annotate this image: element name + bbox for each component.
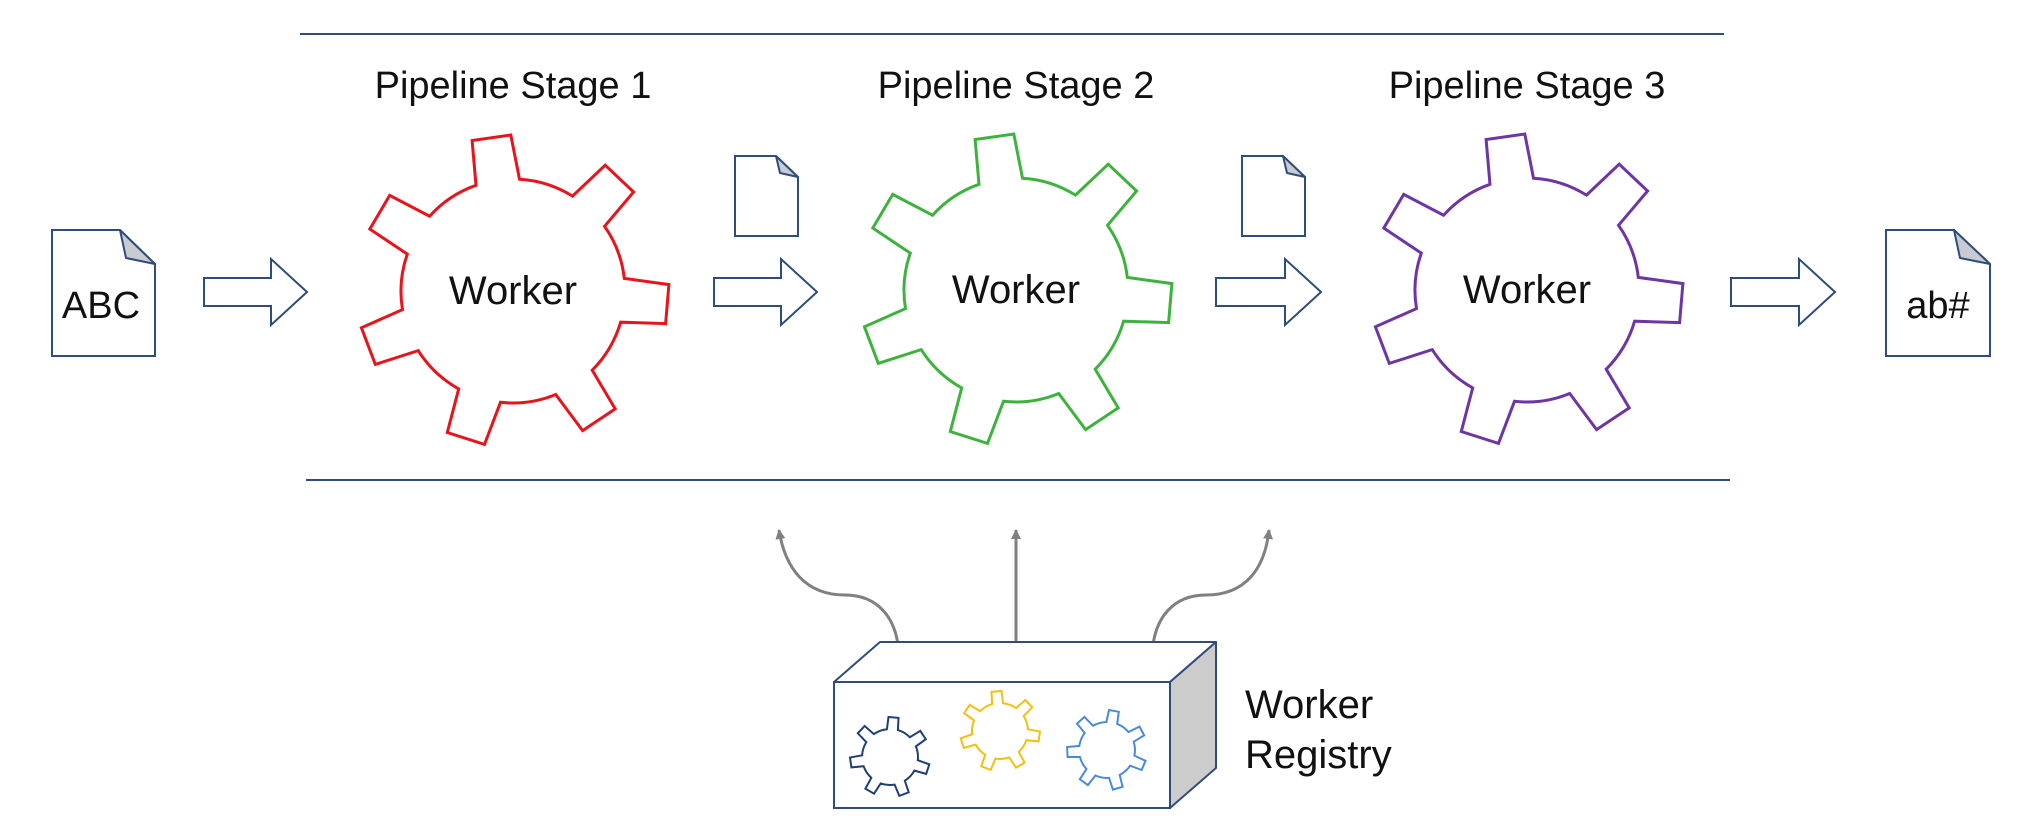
registry-gear-3-icon [1066, 708, 1147, 791]
input-document-shape [51, 229, 156, 357]
registry-label-line-1: Worker [1245, 683, 1373, 727]
arrow-stage-3-to-output [1730, 256, 1837, 328]
stage-2-title: Pipeline Stage 2 [878, 65, 1155, 107]
output-document: ab# [1885, 229, 1991, 357]
arrow-stage-2-to-stage-3 [1215, 256, 1323, 328]
input-document-fold [119, 229, 156, 265]
stage-2-gear-icon [862, 132, 1174, 446]
worker-registry: Worker Registry [833, 641, 1392, 809]
registry-arrow-to-stage-1 [775, 529, 901, 661]
stage-1-title: Pipeline Stage 1 [375, 65, 652, 107]
intermediate-document-2 [1241, 155, 1306, 237]
registry-gear-1-icon [848, 715, 931, 798]
stage-1-worker-label: Worker [449, 269, 577, 313]
registry-gear-2-icon [959, 689, 1042, 772]
registry-label-line-2: Registry [1245, 733, 1392, 777]
registry-box-front [833, 681, 1171, 809]
arrow-input-to-stage-1 [203, 256, 309, 328]
input-document: ABC [51, 229, 156, 357]
stage-3-worker-label: Worker [1463, 268, 1591, 312]
stage-3-title: Pipeline Stage 3 [1389, 65, 1666, 107]
stage-1-worker: Worker [359, 133, 671, 447]
registry-box-top [833, 641, 1217, 683]
stage-1-gear-icon [359, 133, 671, 447]
stage-2-worker: Worker [862, 132, 1174, 446]
output-document-shape [1885, 229, 1991, 357]
stage-3-worker: Worker [1373, 132, 1685, 446]
arrow-stage-1-to-stage-2 [713, 256, 819, 328]
intermediate-document-1 [734, 155, 799, 237]
registry-arrow-to-stage-3 [1150, 529, 1274, 661]
output-document-fold [1953, 229, 1991, 265]
stage-2-worker-label: Worker [952, 268, 1080, 312]
input-document-label: ABC [62, 285, 140, 327]
output-document-label: ab# [1906, 285, 1969, 327]
stage-3-gear-icon [1373, 132, 1685, 446]
